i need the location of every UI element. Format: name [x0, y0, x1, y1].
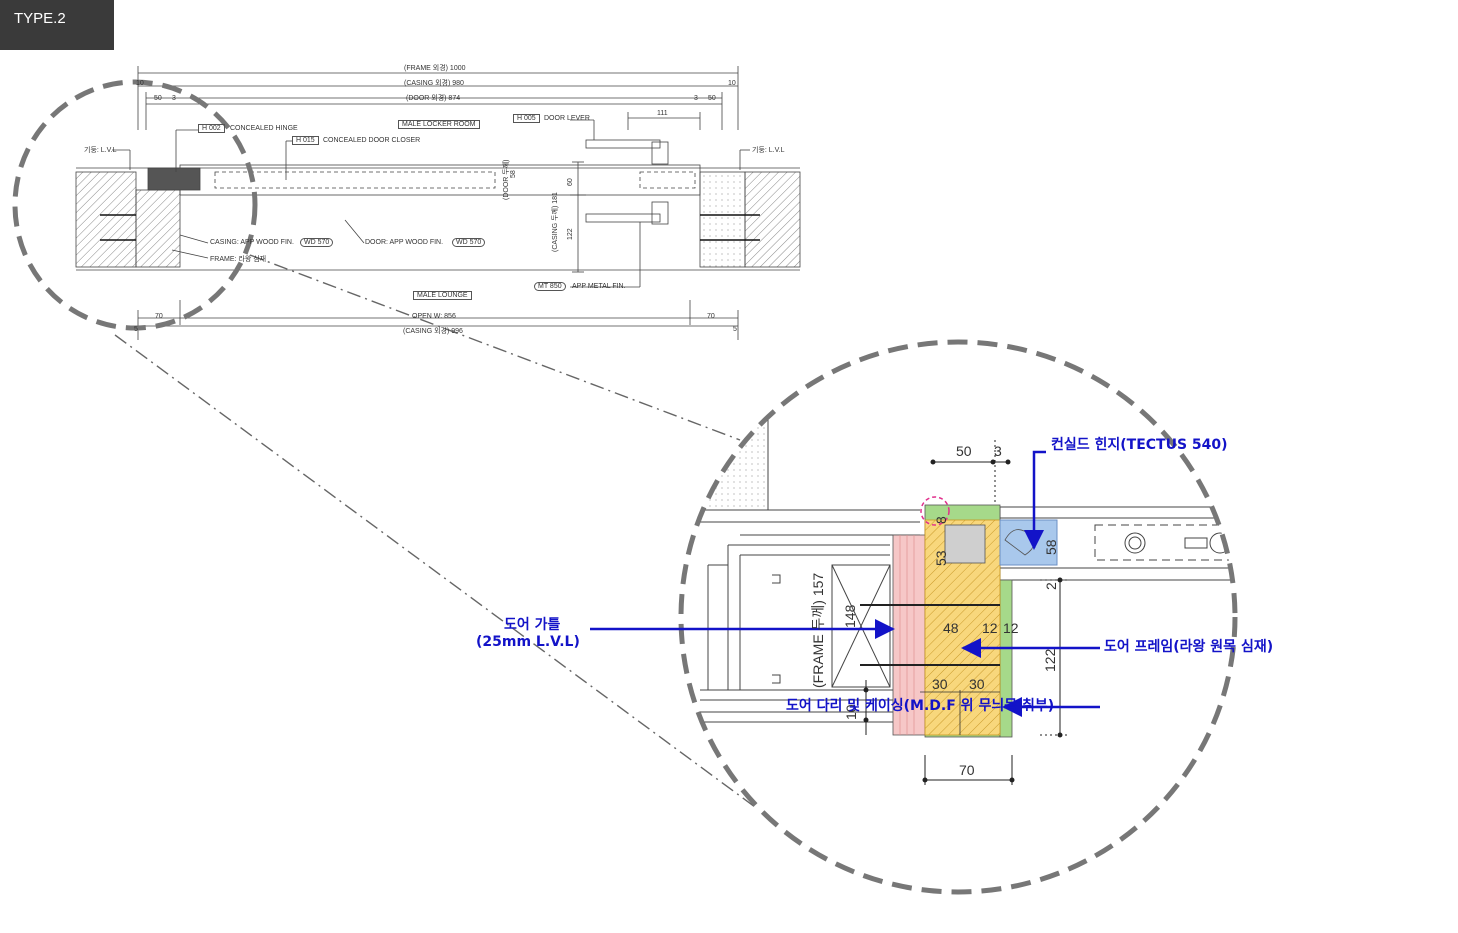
- detail-dim-8: 8: [933, 516, 949, 524]
- detail-dim-30b: 30: [969, 676, 985, 692]
- plan-room-bottom: MALE LOUNGE: [413, 291, 472, 300]
- detail-dim-70: 70: [959, 762, 975, 778]
- plan-zoom-circle: [12, 79, 258, 331]
- plan-lever-code: H 005: [513, 114, 540, 123]
- callout-stud-line2: (25mm L.V.L): [476, 634, 580, 650]
- detail-dim-3: 3: [994, 443, 1002, 459]
- plan-room-top: MALE LOCKER ROOM: [398, 120, 480, 129]
- zoom-connector-lines: [114, 254, 756, 808]
- plan-dim-casing-inner: (CASING 외경) 980: [404, 80, 464, 87]
- plan-lvl-left: 기둥: L.V.L: [84, 147, 117, 154]
- plan-dim-50-left: 50: [154, 95, 162, 102]
- plan-door-note: DOOR: APP WOOD FIN.: [365, 239, 444, 246]
- detail-dim-2: 2: [1043, 582, 1059, 590]
- detail-frame-thickness: (FRAME 두께) 157: [810, 572, 826, 688]
- detail-dim-12a: 12: [982, 620, 998, 636]
- plan-dim-111: 111: [657, 110, 668, 117]
- plan-lever-label: DOOR LEVER: [544, 115, 590, 122]
- plan-closer-code: H 015: [292, 136, 319, 145]
- callout-hinge: 컨실드 힌지(TECTUS 540): [1051, 437, 1228, 453]
- plan-frame-note: FRAME: 라왕 심재: [210, 256, 267, 263]
- plan-casing-note: CASING: APP WOOD FIN.: [210, 239, 294, 246]
- plan-drawing: [75, 66, 801, 340]
- plan-dim-70-left: 70: [155, 313, 163, 320]
- detail-dim-122: 122: [1042, 648, 1058, 672]
- plan-casing-code: WD 570: [300, 238, 334, 247]
- detail-zoom-circle: [678, 339, 1238, 895]
- plan-door-58: 58: [510, 170, 517, 178]
- plan-casing-thickness: (CASING 두께) 181: [552, 192, 559, 252]
- plan-dim-3-right: 3: [694, 95, 698, 102]
- detail-dim-148: 148: [842, 604, 858, 628]
- plan-metal-code: MT 850: [534, 282, 566, 291]
- plan-hinge-code: H 002: [198, 124, 225, 133]
- plan-dim-122: 122: [567, 228, 574, 240]
- plan-dim-door-outer: (DOOR 외경) 874: [406, 95, 461, 102]
- detail-drawing: [681, 400, 1235, 785]
- plan-door-code: WD 570: [452, 238, 486, 247]
- callout-casing: 도어 다리 및 케이싱(M.D.F 위 무늬목 취부): [786, 698, 1055, 714]
- plan-dim-10-left: 10: [136, 80, 144, 87]
- detail-dim-48: 48: [943, 620, 959, 636]
- callout-arrows: [590, 450, 1100, 717]
- plan-closer-label: CONCEALED DOOR CLOSER: [323, 137, 421, 144]
- detail-dim-30a: 30: [932, 676, 948, 692]
- plan-metal-note: APP METAL FIN.: [572, 283, 626, 290]
- detail-dim-53: 53: [933, 550, 949, 566]
- plan-dim-5-left: 5: [134, 326, 138, 333]
- plan-dim-70-right: 70: [707, 313, 715, 320]
- callout-frame: 도어 프레임(라왕 원목 심재): [1104, 639, 1274, 655]
- plan-dim-60: 60: [567, 178, 574, 186]
- plan-dim-frame-outer: (FRAME 외경) 1000: [404, 65, 466, 72]
- plan-dim-3-left: 3: [172, 95, 176, 102]
- detail-dim-12b: 12: [1003, 620, 1019, 636]
- callout-stud-line1: 도어 가틀: [504, 617, 561, 633]
- plan-open-width: OPEN W: 856: [412, 313, 456, 320]
- hinge-pivot-marker: [920, 496, 950, 526]
- plan-dim-10-right: 10: [728, 80, 736, 87]
- plan-door-thickness: (DOOR 두께): [503, 159, 510, 201]
- type-tag: TYPE.2: [0, 0, 114, 50]
- plan-casing-outer-bottom: (CASING 외경) 996: [403, 328, 463, 335]
- detail-dim-58: 58: [1043, 539, 1059, 555]
- plan-dim-50-right: 50: [708, 95, 716, 102]
- plan-dim-5-right: 5: [733, 326, 737, 333]
- detail-dim-50: 50: [956, 443, 972, 459]
- plan-hinge-label: CONCEALED HINGE: [230, 125, 298, 132]
- plan-lvl-right: 기둥: L.V.L: [752, 147, 785, 154]
